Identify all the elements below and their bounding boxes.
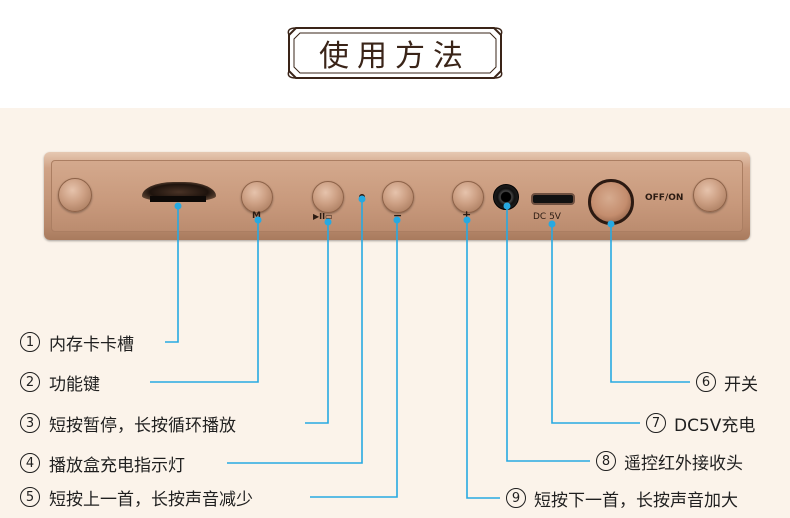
next-volume-up-button[interactable] bbox=[452, 181, 484, 213]
label-number-badge: 2 bbox=[20, 372, 40, 392]
label-text: 短按下一首，长按声音加大 bbox=[534, 490, 738, 511]
leader-line-1 bbox=[165, 208, 179, 343]
mode-button[interactable] bbox=[241, 181, 273, 213]
label-text: 短按暂停，长按循环播放 bbox=[49, 415, 236, 436]
leader-line-5 bbox=[310, 222, 398, 498]
label-next-key: 9 短按下一首，长按声音加大 bbox=[506, 486, 738, 511]
right-end-cap bbox=[693, 178, 727, 212]
leader-line-2 bbox=[150, 222, 259, 383]
left-end-cap bbox=[58, 178, 92, 212]
usb-dc5v-port[interactable] bbox=[531, 193, 575, 205]
label-text: 播放盒充电指示灯 bbox=[49, 455, 185, 476]
plus-key-label: + bbox=[462, 208, 472, 221]
mode-button-label: M bbox=[252, 211, 261, 221]
label-number-badge: 4 bbox=[20, 453, 40, 473]
label-ir-receiver: 8 遥控红外接收头 bbox=[596, 449, 743, 474]
label-play-key: 3 短按暂停，长按循环播放 bbox=[20, 411, 236, 436]
minus-key-label: − bbox=[393, 209, 403, 222]
label-number-badge: 9 bbox=[506, 488, 526, 508]
leader-line-4 bbox=[227, 200, 363, 464]
label-text: 内存卡卡槽 bbox=[49, 334, 134, 355]
leader-line-9 bbox=[466, 222, 500, 499]
label-text: DC5V充电 bbox=[674, 415, 756, 436]
label-power-switch: 6 开关 bbox=[696, 370, 758, 395]
label-text: 功能键 bbox=[49, 374, 100, 395]
sd-card-icon bbox=[150, 196, 206, 202]
title-band bbox=[0, 0, 790, 108]
usb-port-label: DC 5V bbox=[533, 212, 561, 222]
label-number-badge: 7 bbox=[646, 413, 666, 433]
power-label: OFF/ON bbox=[645, 193, 684, 203]
leader-line-7 bbox=[551, 224, 640, 424]
label-number-badge: 1 bbox=[20, 332, 40, 352]
play-pause-label: ▶II▭ bbox=[313, 212, 333, 221]
label-mode-key: 2 功能键 bbox=[20, 370, 100, 395]
label-dc5v: 7 DC5V充电 bbox=[646, 411, 756, 436]
title-frame bbox=[287, 27, 503, 79]
page-title: 使用方法 bbox=[319, 39, 471, 74]
label-number-badge: 8 bbox=[596, 451, 616, 471]
power-switch[interactable] bbox=[588, 179, 634, 225]
leader-line-3 bbox=[305, 224, 329, 424]
label-text: 开关 bbox=[724, 374, 758, 395]
label-number-badge: 3 bbox=[20, 413, 40, 433]
play-pause-button[interactable] bbox=[312, 181, 344, 213]
label-text: 短按上一首，长按声音减少 bbox=[49, 489, 253, 510]
previous-volume-down-button[interactable] bbox=[382, 181, 414, 213]
label-text: 遥控红外接收头 bbox=[624, 453, 743, 474]
label-sd-slot: 1 内存卡卡槽 bbox=[20, 330, 134, 355]
label-number-badge: 6 bbox=[696, 372, 716, 392]
leader-line-6 bbox=[610, 224, 690, 383]
leader-line-8 bbox=[506, 208, 590, 462]
label-charge-led: 4 播放盒充电指示灯 bbox=[20, 451, 185, 476]
label-previous-key: 5 短按上一首，长按声音减少 bbox=[20, 485, 253, 510]
label-number-badge: 5 bbox=[20, 487, 40, 507]
